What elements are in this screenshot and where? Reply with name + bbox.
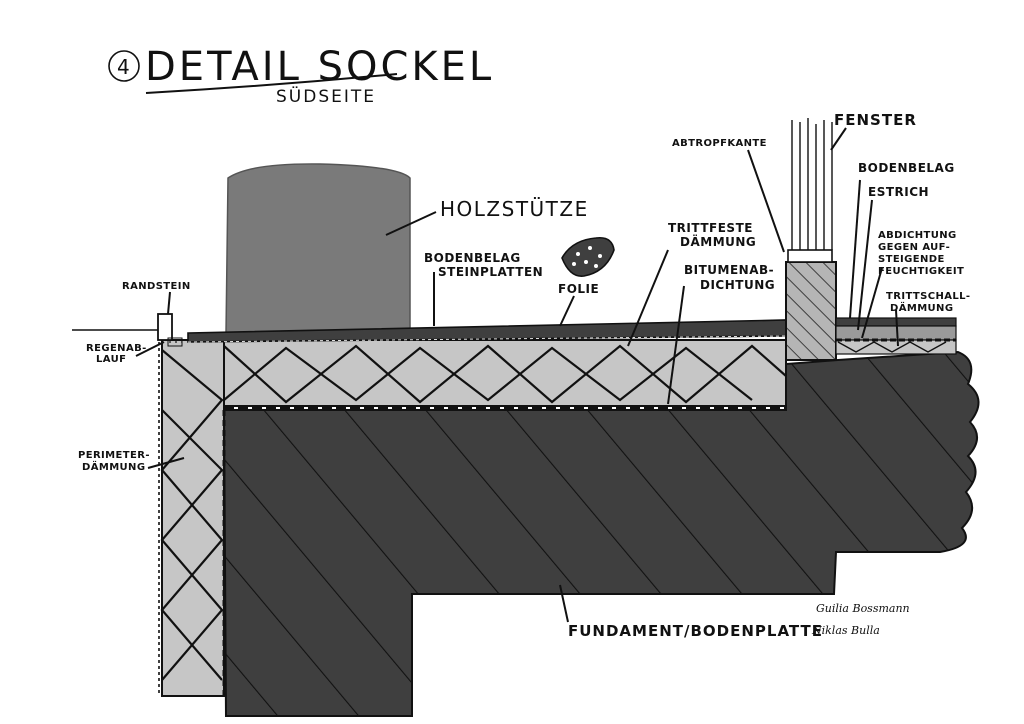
- detail-number: 4: [117, 55, 130, 79]
- label-foundation: FUNDAMENT/BODENPLATTE: [568, 622, 823, 640]
- label-stone-slabs: STEINPLATTEN: [438, 265, 543, 279]
- label-impact-sound-insulation-2: DÄMMUNG: [890, 300, 953, 314]
- label-damp-proofing: ABDICHTUNG: [878, 230, 957, 241]
- label-perimeter-insulation-2: DÄMMUNG: [82, 459, 145, 473]
- label-impact-insulation: TRITTFESTE: [668, 221, 753, 235]
- label-impact-sound-insulation: TRITTSCHALL-: [886, 291, 970, 302]
- label-impact-insulation-2: DÄMMUNG: [680, 234, 756, 249]
- window-frame: [791, 118, 833, 250]
- label-bitumen-sealing-2: DICHTUNG: [700, 278, 775, 292]
- label-bitumen-sealing: BITUMENAB-: [684, 263, 774, 277]
- wall-section: [785, 249, 837, 361]
- author-name: Guilia Bossmann: [816, 602, 910, 615]
- perimeter-insulation: [158, 339, 226, 697]
- label-damp-proofing-2: GEGEN AUF-: [878, 242, 950, 253]
- foil-sample-icon: [561, 236, 615, 277]
- leader-lines: [135, 127, 899, 623]
- label-floor-covering: BODENBELAG: [424, 251, 521, 265]
- label-window: FENSTER: [834, 111, 917, 129]
- timber-post: [225, 163, 411, 334]
- label-damp-proofing-3: STEIGENDE: [878, 254, 945, 265]
- label-rain-drain: REGENAB-: [86, 343, 147, 354]
- label-curb-stone: RANDSTEIN: [122, 281, 191, 292]
- label-foil: FOLIE: [558, 282, 599, 296]
- author-name: Niklas Bulla: [811, 624, 880, 637]
- label-screed: ESTRICH: [868, 185, 929, 199]
- label-rain-drain-2: LAUF: [96, 354, 126, 365]
- label-drip-edge: ABTROPFKANTE: [672, 138, 767, 149]
- label-interior-covering: BODENBELAG: [858, 161, 955, 175]
- title-block: 4 DETAIL SOCKEL SÜDSEITE: [108, 44, 494, 107]
- curb-stone: [72, 313, 183, 347]
- page-subtitle: SÜDSEITE: [276, 85, 376, 107]
- label-perimeter-insulation: PERIMETER-: [78, 450, 150, 461]
- impact-resistant-insulation: [223, 339, 787, 409]
- detail-number-circle: [108, 50, 140, 82]
- page-title: DETAIL SOCKEL: [145, 44, 494, 90]
- label-damp-proofing-4: FEUCHTIGKEIT: [878, 266, 964, 277]
- foundation-slab: [222, 350, 980, 717]
- label-timber-post: HOLZSTÜTZE: [440, 197, 589, 221]
- title-underline: [145, 73, 398, 94]
